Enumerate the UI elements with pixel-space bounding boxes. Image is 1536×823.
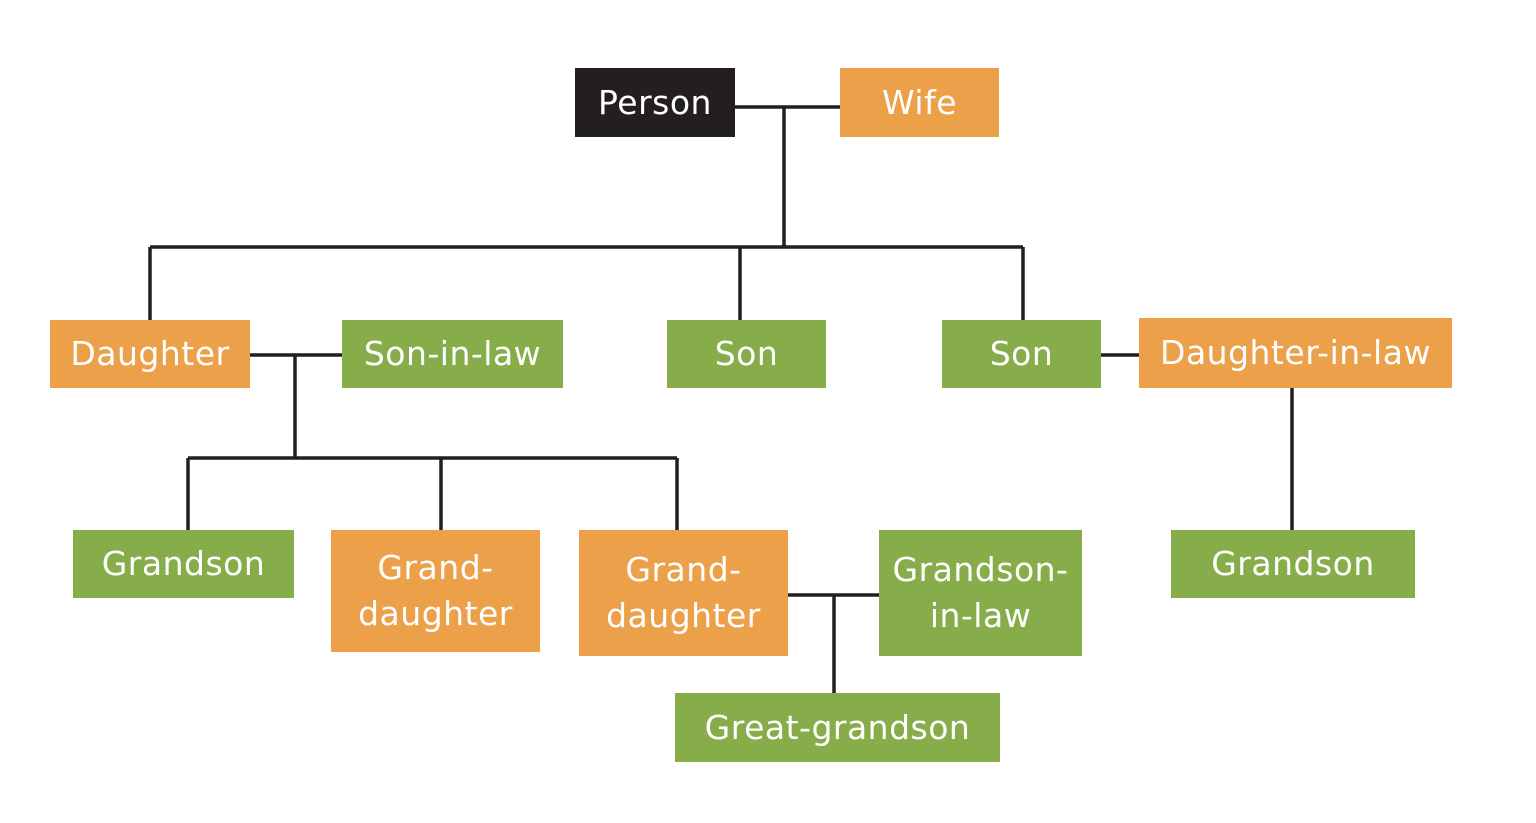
node-daughter: Daughter — [50, 320, 250, 388]
node-label: Son — [714, 334, 779, 373]
node-grandson-in-law: Grandson-in-law — [879, 530, 1082, 656]
node-daughter-in-law: Daughter-in-law — [1139, 318, 1452, 388]
node-label: Daughter-in-law — [1160, 333, 1431, 372]
node-granddaughter-2: Grand-daughter — [579, 530, 788, 656]
node-label: Great-grandson — [704, 707, 971, 747]
node-granddaughter-1: Grand-daughter — [331, 530, 540, 652]
node-label-line-2: daughter — [606, 596, 761, 635]
node-grandson-2: Grandson — [1171, 530, 1415, 598]
node-label-line-1: Grand- — [377, 548, 494, 587]
node-grandson-1: Grandson — [73, 530, 294, 598]
node-label-line-1: Grand- — [625, 550, 742, 589]
node-son-2: Son — [942, 320, 1101, 388]
node-wife: Wife — [840, 68, 999, 137]
node-label-line-2: in-law — [929, 596, 1032, 635]
node-label: Daughter — [70, 334, 230, 373]
node-label-line-1: Grandson- — [892, 550, 1069, 589]
node-great-grandson: Great-grandson — [675, 693, 1000, 762]
node-label: Person — [598, 82, 712, 122]
node-son-in-law: Son-in-law — [342, 320, 563, 388]
node-label: Wife — [882, 82, 957, 122]
node-label: Grandson — [101, 544, 266, 583]
node-label-line-2: daughter — [358, 594, 513, 633]
node-label: Grandson — [1211, 544, 1375, 583]
node-person: Person — [575, 68, 735, 137]
node-label: Son-in-law — [363, 334, 542, 373]
node-son-1: Son — [667, 320, 826, 388]
node-label: Son — [989, 334, 1054, 373]
